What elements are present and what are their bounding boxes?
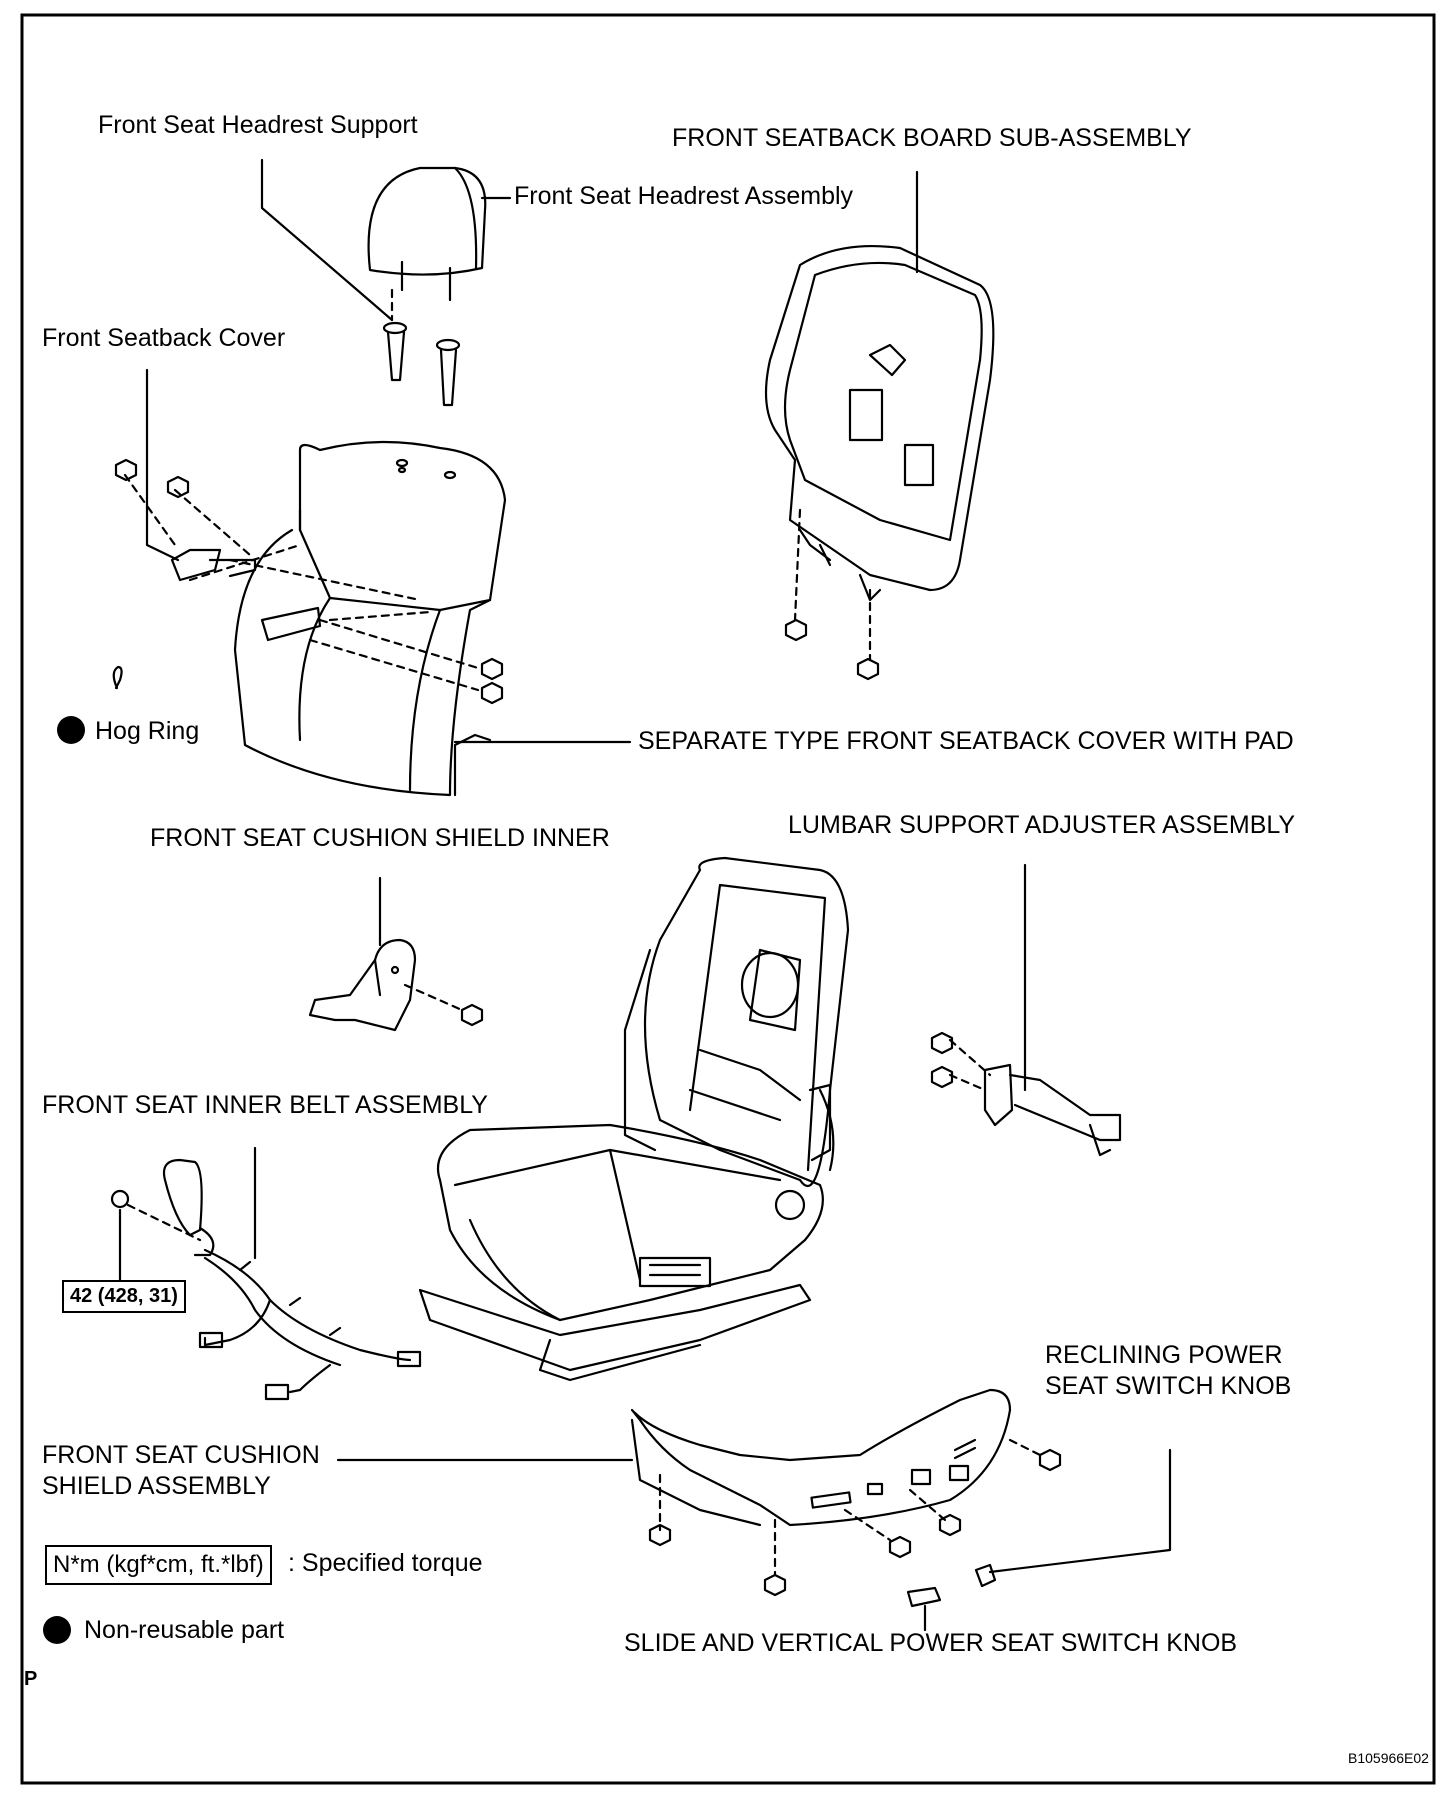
label-slide-vertical-knob: SLIDE AND VERTICAL POWER SEAT SWITCH KNO… <box>624 1629 1238 1657</box>
label-hog-ring: Hog Ring <box>95 717 200 745</box>
board-bolt-1 <box>784 618 808 642</box>
reclining-knob-drawing <box>974 1563 997 1588</box>
legend-torque-desc: : Specified torque <box>288 1549 483 1577</box>
legend-torque-units: N*m (kgf*cm, ft.*lbf) <box>45 1545 272 1585</box>
non-reusable-marker-icon <box>57 716 85 744</box>
label-lumbar-adjuster: LUMBAR SUPPORT ADJUSTER ASSEMBLY <box>788 811 1296 839</box>
label-seatback-board: FRONT SEATBACK BOARD SUB-ASSEMBLY <box>672 124 1192 152</box>
diagram-frame <box>20 13 1436 1785</box>
label-cushion-shield: FRONT SEAT CUSHION SHIELD ASSEMBLY <box>42 1441 320 1501</box>
leader-headrest-support <box>260 158 394 322</box>
slide-knob-drawing <box>906 1586 942 1608</box>
lumbar-adjuster-drawing <box>983 1063 1122 1157</box>
torque-spec: 42 (428, 31) <box>62 1280 186 1313</box>
figure-id: B105966E02 <box>1348 1750 1429 1766</box>
seatback-board-drawing <box>764 244 995 602</box>
inner-belt-drawing <box>162 1158 422 1401</box>
seatback-cover-pad-drawing <box>233 440 507 797</box>
corner-mark: P <box>24 1668 38 1690</box>
seat-frame-drawing <box>418 856 850 1382</box>
cushion-shield-inner-drawing <box>308 938 417 1032</box>
label-separate-cover: SEPARATE TYPE FRONT SEATBACK COVER WITH … <box>638 727 1294 755</box>
cushion-shield-drawing <box>630 1388 1012 1527</box>
legend-non-reusable: Non-reusable part <box>84 1616 285 1644</box>
dashed-fastener-lines <box>123 473 480 692</box>
leader-reclining <box>988 1448 1172 1574</box>
hog-ring-drawing <box>112 665 123 690</box>
label-cushion-shield-inner: FRONT SEAT CUSHION SHIELD INNER <box>150 824 610 852</box>
belt-nut <box>110 1189 130 1209</box>
label-seatback-cover: Front Seatback Cover <box>42 324 286 352</box>
headrest-support-drawing <box>382 321 461 407</box>
legend-non-reusable-icon <box>43 1616 71 1644</box>
inner-bolt <box>460 1003 484 1027</box>
label-headrest-support: Front Seat Headrest Support <box>98 111 418 139</box>
label-reclining-knob: RECLINING POWER SEAT SWITCH KNOB <box>1045 1341 1292 1401</box>
headrest-assembly-drawing <box>367 166 487 302</box>
board-bolt-2 <box>856 657 880 681</box>
label-inner-belt: FRONT SEAT INNER BELT ASSEMBLY <box>42 1091 488 1119</box>
label-headrest-assembly: Front Seat Headrest Assembly <box>514 182 854 210</box>
bolts-upper-left <box>114 458 504 705</box>
leader-seatback-cover <box>145 368 180 562</box>
